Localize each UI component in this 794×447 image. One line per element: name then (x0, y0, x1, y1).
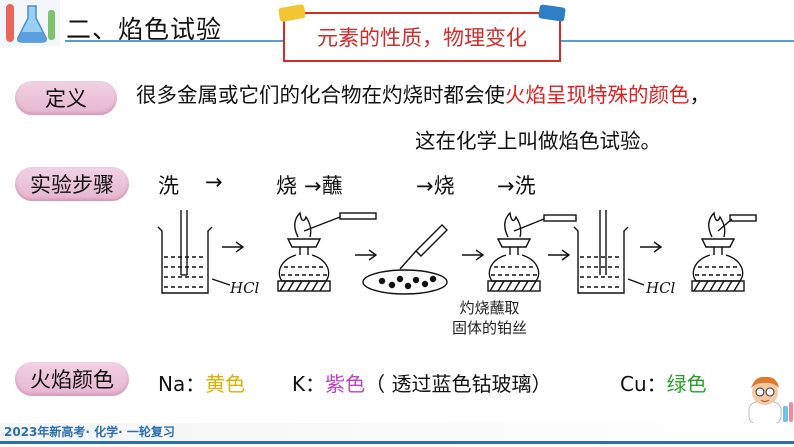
definition-text-part1: 很多金属或它们的化合物在灼烧时都会使 (136, 83, 505, 107)
step-burn-1: 烧 (276, 174, 297, 198)
scientist-icon (743, 376, 793, 428)
footer-line (0, 441, 794, 444)
arrow-1 (222, 241, 245, 253)
k-row: K：紫色（ 透过蓝色钴玻璃） (292, 368, 551, 397)
hcl-label-1: HCl (229, 279, 260, 297)
footer-bar (0, 423, 794, 441)
step-arrow-1: → (205, 170, 223, 194)
step-wash-1: 洗 (158, 174, 179, 198)
ribbon-left-icon (277, 3, 307, 23)
definition-text-part3: ， (689, 83, 711, 107)
definition-text: 很多金属或它们的化合物在灼烧时都会使火焰呈现特殊的颜色， (136, 78, 710, 108)
hcl-label-2: HCl (645, 279, 676, 297)
arrow-2 (355, 249, 378, 261)
na-color: 黄色 (205, 372, 246, 396)
burner-2 (487, 211, 577, 292)
beaker-2 (573, 210, 645, 294)
steps-label: 实验步骤 (15, 167, 129, 201)
step-dip: →蘸 (304, 174, 343, 198)
na-element: Na： (158, 372, 206, 396)
cu-color: 绿色 (666, 372, 707, 396)
arrow-4 (548, 249, 571, 261)
flame-color-label: 火焰颜色 (15, 362, 129, 396)
k-note: （ 透过蓝色钴玻璃） (365, 372, 552, 396)
footer-text: 2023年新高考· 化学· 一轮复习 (4, 425, 175, 439)
k-element: K： (292, 372, 326, 396)
arrow-3 (462, 249, 485, 261)
definition-text-line2: 这在化学上叫做焰色试验。 (415, 129, 661, 153)
dish-with-solid (362, 224, 448, 295)
page-title: 二、焰色试验 (66, 15, 223, 44)
arrow-5 (640, 241, 663, 253)
cu-element: Cu： (620, 372, 667, 396)
na-row: Na：黄色 (158, 368, 245, 397)
experiment-diagram: HCl HCl (157, 210, 757, 297)
step-wash-2: →洗 (497, 174, 536, 198)
ribbon-right-icon (538, 4, 566, 22)
topic-tag-box: 元素的性质，物理变化 (277, 3, 566, 62)
burner-3 (691, 211, 757, 292)
k-color: 紫色 (325, 372, 366, 396)
flask-icon (0, 0, 60, 46)
cu-row: Cu：绿色 (620, 368, 707, 397)
diagram-note-line2: 固体的铂丝 (452, 319, 528, 337)
beaker-1 (157, 210, 231, 294)
diagram-note-line1: 灼烧蘸取 (459, 299, 520, 317)
burner-1 (277, 211, 377, 292)
topic-tag-text: 元素的性质，物理变化 (317, 26, 527, 50)
diagram-note: 灼烧蘸取 固体的铂丝 (452, 298, 527, 338)
step-burn-2: →烧 (416, 174, 455, 198)
definition-label: 定义 (15, 81, 117, 115)
definition-highlight: 火焰呈现特殊的颜色 (505, 83, 690, 107)
